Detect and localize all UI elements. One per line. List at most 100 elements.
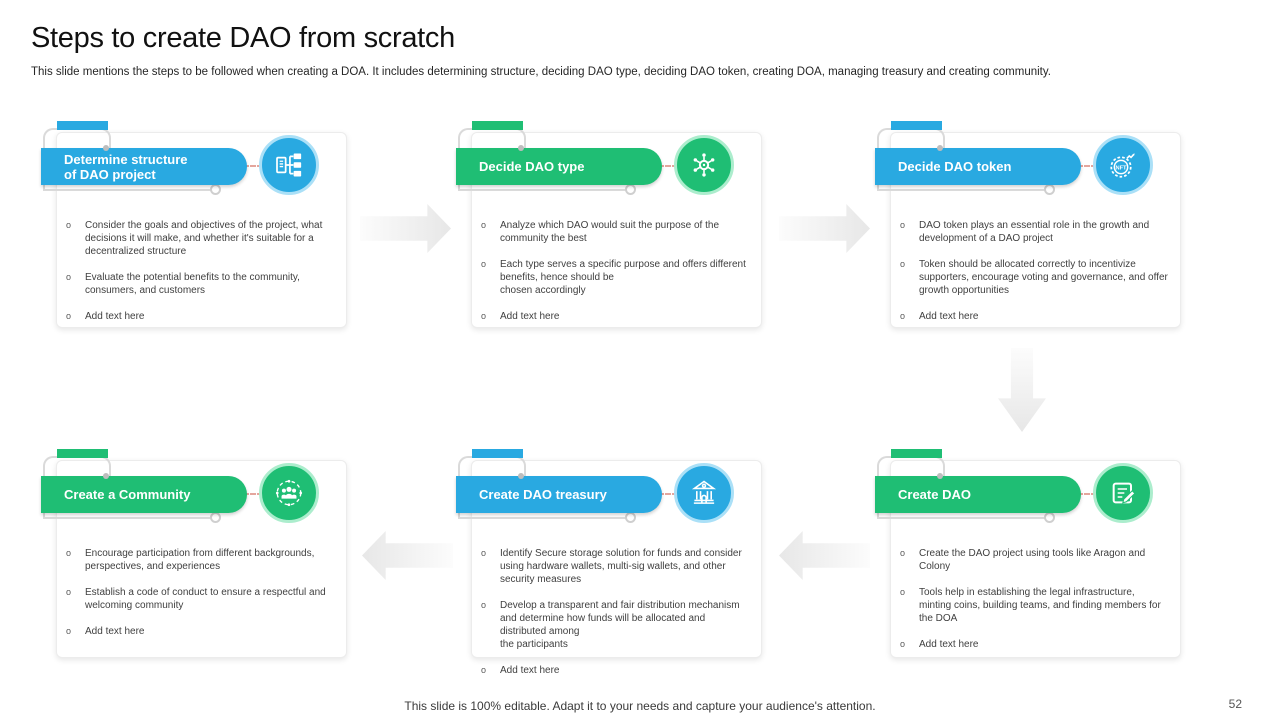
step-title-ribbon: Decide DAO type: [456, 148, 662, 185]
ribbon-icon-connector: [243, 165, 263, 167]
editable-note: This slide is 100% editable. Adapt it to…: [404, 699, 876, 713]
ribbon-top-dot: [518, 145, 524, 151]
bullet-marker: o: [900, 259, 906, 269]
bullet-marker: o: [900, 548, 906, 558]
bullet-marker: o: [66, 311, 72, 321]
bullet-marker: o: [900, 587, 906, 597]
ribbon-underline: [458, 517, 628, 519]
bullet-marker: o: [66, 220, 72, 230]
bullet-text: Establish a code of conduct to ensure a …: [85, 587, 326, 611]
list-item: o Each type serves a specific purpose and…: [481, 258, 750, 297]
slide-subtitle: This slide mentions the steps to be foll…: [31, 66, 1051, 78]
bullet-text: Add text here: [85, 311, 145, 322]
list-item: o Encourage participation from different …: [66, 547, 335, 573]
list-item: o Identify Secure storage solution for fu…: [481, 547, 750, 586]
ribbon-underline: [458, 189, 628, 191]
community-icon: [259, 463, 319, 523]
network-icon: [674, 135, 734, 195]
ribbon-top-dot: [937, 145, 943, 151]
underline-end-circle: [210, 512, 221, 523]
step-title-ribbon: Create a Community: [41, 476, 247, 513]
accent-tab: [891, 121, 942, 130]
sitemap-icon: [259, 135, 319, 195]
bullet-marker: o: [900, 311, 906, 321]
ribbon-underline: [877, 189, 1047, 191]
bullet-marker: o: [481, 259, 487, 269]
bullet-text: Tools help in establishing the legal inf…: [919, 587, 1161, 624]
bullet-text: Evaluate the potential benefits to the c…: [85, 272, 300, 296]
ribbon-top-dot: [518, 473, 524, 479]
flow-arrow-right-1: [360, 204, 451, 253]
bullet-text: Add text here: [500, 311, 560, 322]
underline-end-circle: [1044, 512, 1055, 523]
svg-text:NFT: NFT: [1115, 165, 1127, 171]
step-bullet-list: o Create the DAO project using tools like…: [900, 534, 1169, 664]
ribbon-top-dot: [937, 473, 943, 479]
ribbon-underline: [877, 517, 1047, 519]
bullet-marker: o: [66, 548, 72, 558]
step-card-create-dao: Create DAO o Create the DAO project using…: [875, 449, 1181, 658]
flow-arrow-down: [998, 348, 1046, 432]
underline-end-circle: [1044, 184, 1055, 195]
ribbon-underline: [43, 189, 213, 191]
bullet-marker: o: [900, 639, 906, 649]
bullet-text: Each type serves a specific purpose and …: [500, 259, 746, 296]
step-bullet-list: o Identify Secure storage solution for fu…: [481, 534, 750, 690]
page-number: 52: [1228, 697, 1242, 711]
accent-tab: [57, 449, 108, 458]
bullet-text: Add text here: [500, 665, 560, 676]
bullet-marker: o: [900, 220, 906, 230]
bullet-text: Add text here: [85, 626, 145, 637]
bank-icon: [674, 463, 734, 523]
underline-end-circle: [625, 184, 636, 195]
accent-tab: [891, 449, 942, 458]
ribbon-icon-connector: [658, 493, 678, 495]
bullet-text: Create the DAO project using tools like …: [919, 548, 1146, 572]
list-item: o Add text here: [481, 664, 750, 677]
bullet-marker: o: [481, 600, 487, 610]
bullet-text: Develop a transparent and fair distribut…: [500, 600, 740, 650]
flow-arrow-right-2: [779, 204, 870, 253]
list-item: o Tools help in establishing the legal in…: [900, 586, 1169, 625]
ribbon-icon-connector: [243, 493, 263, 495]
list-item: o Develop a transparent and fair distribu…: [481, 599, 750, 651]
step-bullet-list: o Analyze which DAO would suit the purpos…: [481, 206, 750, 336]
underline-end-circle: [625, 512, 636, 523]
list-item: o Analyze which DAO would suit the purpos…: [481, 219, 750, 245]
list-item: o Create the DAO project using tools like…: [900, 547, 1169, 573]
ribbon-top-dot: [103, 145, 109, 151]
step-title-ribbon: Create DAO: [875, 476, 1081, 513]
bullet-marker: o: [66, 587, 72, 597]
list-item: o Evaluate the potential benefits to the …: [66, 271, 335, 297]
bullet-text: Encourage participation from different b…: [85, 548, 315, 572]
step-card-create-community: Create a Community o Encourage participat…: [41, 449, 347, 658]
bullet-text: Identify Secure storage solution for fun…: [500, 548, 742, 585]
step-title-ribbon: Decide DAO token: [875, 148, 1081, 185]
ribbon-icon-connector: [658, 165, 678, 167]
bullet-text: Analyze which DAO would suit the purpose…: [500, 220, 720, 244]
bullet-marker: o: [481, 665, 487, 675]
accent-tab: [57, 121, 108, 130]
step-card-decide-dao-type: Decide DAO type o Analyze which DAO would…: [456, 121, 762, 328]
bullet-marker: o: [481, 311, 487, 321]
bullet-marker: o: [481, 548, 487, 558]
step-title-ribbon: Determine structure of DAO project: [41, 148, 247, 185]
ribbon-icon-connector: [1077, 165, 1097, 167]
flow-arrow-left-1: [779, 531, 870, 580]
accent-tab: [472, 449, 523, 458]
bullet-marker: o: [481, 220, 487, 230]
bullet-text: Add text here: [919, 311, 979, 322]
bullet-marker: o: [66, 272, 72, 282]
ribbon-top-dot: [103, 473, 109, 479]
note-edit-icon: [1093, 463, 1153, 523]
